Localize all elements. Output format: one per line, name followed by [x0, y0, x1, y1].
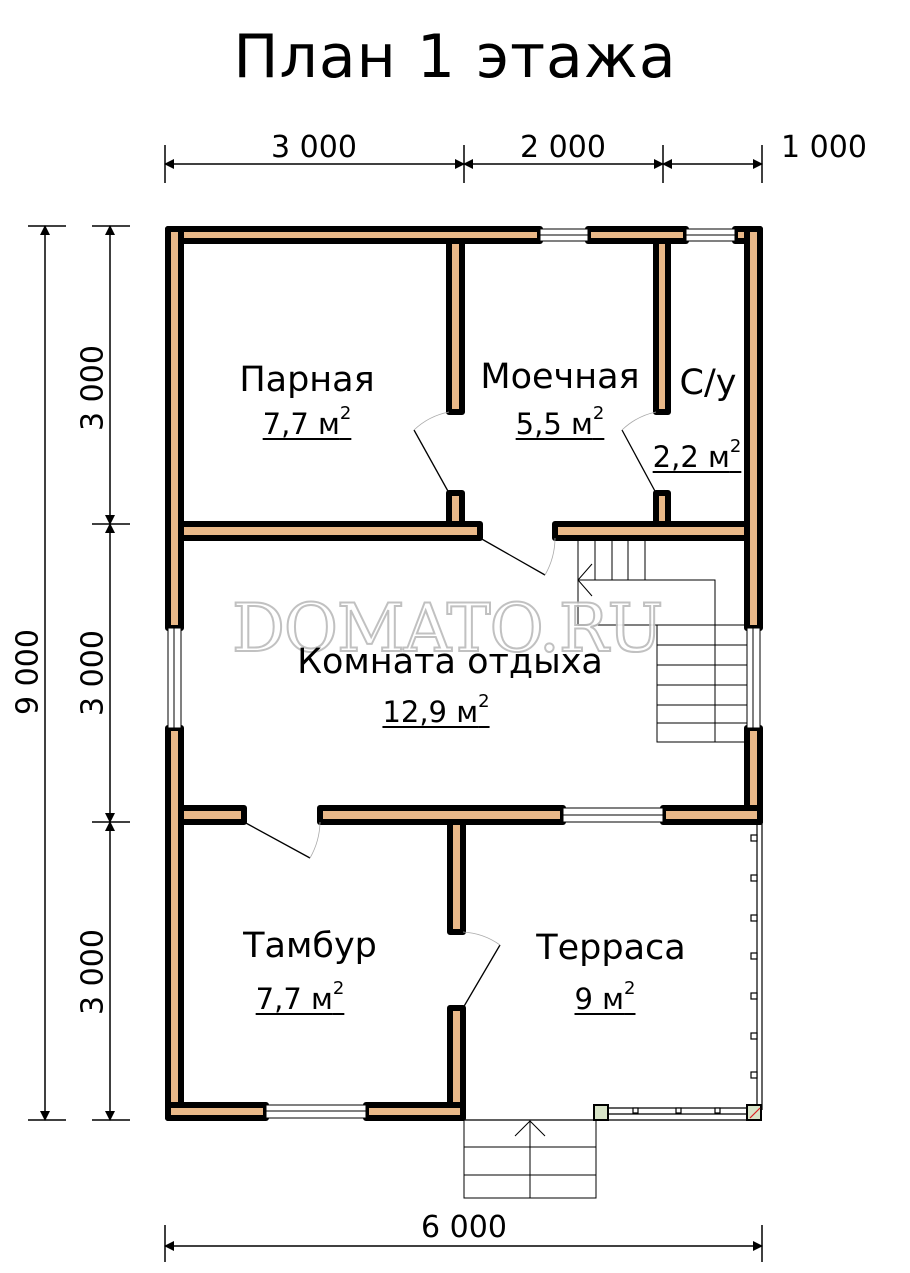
windows — [167, 228, 761, 1119]
dim-bottom: 6 000 — [421, 1210, 507, 1245]
room-name-moechnaya: Моечная — [480, 357, 640, 397]
room-area-terrace: 9 м2 — [574, 978, 636, 1016]
room-area-lounge: 12,9 м2 — [382, 691, 490, 729]
room-area-moechnaya: 5,5 м2 — [515, 403, 605, 441]
entrance-steps — [463, 1119, 597, 1199]
room-name-tambur: Тамбур — [243, 926, 377, 966]
dim-left-total: 9 000 — [10, 629, 46, 715]
room-name-lounge: Комната отдыха — [297, 642, 603, 682]
room-name-su: С/у — [679, 363, 737, 403]
room-area-su: 2,2 м2 — [652, 436, 742, 474]
staircase — [577, 538, 747, 743]
dim-top-1: 3 000 — [271, 130, 357, 165]
room-area-parnaya: 7,7 м2 — [262, 403, 352, 441]
page-title: План 1 этажа — [233, 22, 677, 92]
doors — [243, 411, 657, 1009]
dim-left-2: 3 000 — [75, 630, 111, 716]
dim-left-1: 3 000 — [75, 345, 111, 431]
terrace-railing — [463, 822, 763, 1121]
room-area-tambur: 7,7 м2 — [255, 978, 345, 1016]
dim-left-3: 3 000 — [75, 929, 111, 1015]
left-dimension-lines — [28, 225, 130, 1121]
room-name-parnaya: Парная — [239, 360, 375, 400]
bottom-dimension-line — [164, 1225, 763, 1262]
watermark: DOMATO.RU — [231, 589, 664, 668]
dim-top-2: 2 000 — [520, 130, 606, 165]
top-dimension-lines — [164, 145, 763, 183]
room-name-terrace: Терраса — [536, 928, 686, 968]
dim-top-3: 1 000 — [781, 130, 867, 165]
